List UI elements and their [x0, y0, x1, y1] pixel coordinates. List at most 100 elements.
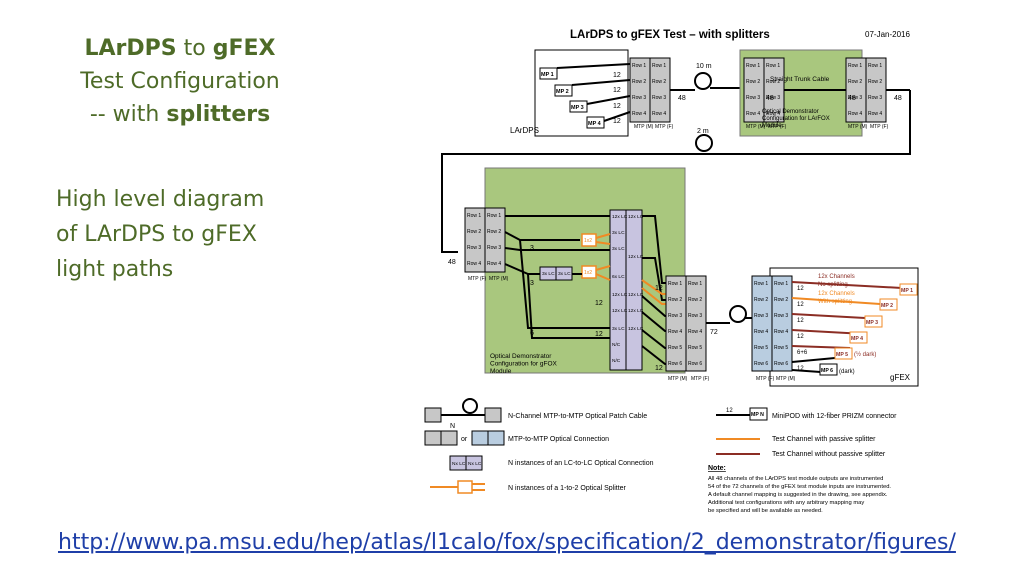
- gfex-label: gFEX: [890, 373, 911, 382]
- legend-test-splitter: Test Channel with passive splitter: [772, 436, 876, 443]
- svg-text:MTP (M): MTP (M): [634, 124, 654, 130]
- legend-lc-connection: N instances of an LC-to-LC Optical Conne…: [508, 460, 654, 467]
- svg-text:Row 4: Row 4: [774, 329, 788, 335]
- fiber-6-a: 6: [530, 330, 534, 337]
- fiber-3-b: 3: [530, 280, 534, 287]
- svg-text:Row 1: Row 1: [774, 281, 788, 287]
- title-line-1: LArDPS to gFEX: [60, 32, 300, 65]
- fiber-48-e: 48: [448, 259, 456, 266]
- splitter-1: 1x2: [581, 233, 597, 247]
- lardps-label: LArDPS: [510, 126, 539, 135]
- svg-text:12x LC: 12x LC: [612, 292, 628, 298]
- fiber-12-b: 12: [613, 87, 621, 94]
- svg-text:Row 1: Row 1: [746, 63, 760, 69]
- svg-text:Row 1: Row 1: [688, 281, 702, 287]
- fiber-12-c: 12: [613, 103, 621, 110]
- legend-splitter: N instances of a 1-to-2 Optical Splitter: [508, 485, 627, 492]
- title-line-2: Test Configuration: [80, 69, 280, 94]
- mp-2: [554, 84, 573, 97]
- figures-link[interactable]: http://www.pa.msu.edu/hep/atlas/l1calo/f…: [58, 530, 956, 555]
- fiber-12-e: 12: [595, 300, 603, 307]
- legend-or: or: [461, 436, 468, 443]
- fiber-12-g: 12: [655, 285, 663, 292]
- splitter-2: 1x2: [581, 265, 597, 279]
- svg-text:Row 2: Row 2: [487, 229, 501, 235]
- svg-text:1x2: 1x2: [584, 238, 592, 244]
- fiber-48-c: 48: [848, 95, 856, 102]
- mp-3: [569, 100, 588, 113]
- svg-text:Row 4: Row 4: [766, 111, 780, 117]
- svg-text:Row 1: Row 1: [467, 213, 481, 219]
- svg-text:Row 3: Row 3: [632, 95, 646, 101]
- svg-text:Row 4: Row 4: [632, 111, 646, 117]
- subtitle-line-3: light paths: [56, 257, 174, 283]
- svg-text:6x LC: 6x LC: [612, 274, 625, 280]
- fiber-12-h: 12: [655, 365, 663, 372]
- title-gfex: gFEX: [212, 36, 276, 61]
- svg-text:MTP (F): MTP (F): [655, 124, 674, 130]
- svg-text:Row 3: Row 3: [774, 313, 788, 319]
- svg-text:Row 4: Row 4: [487, 261, 501, 267]
- fiber-48-b: 48: [766, 95, 774, 102]
- svg-text:12x LC: 12x LC: [628, 214, 644, 220]
- cable-10m: 10 m: [696, 63, 712, 70]
- svg-text:Row 3: Row 3: [688, 313, 702, 319]
- svg-text:12x LC: 12x LC: [628, 254, 644, 260]
- svg-text:MP 6: MP 6: [821, 368, 833, 374]
- fiber-48-d: 48: [894, 95, 902, 102]
- mp-4-label: MP 4: [588, 121, 602, 127]
- svg-text:MTP (F): MTP (F): [691, 376, 710, 382]
- subtitle-line-1: High level diagram: [56, 187, 265, 212]
- trunk-cable-label: Straight Trunk Cable: [770, 76, 830, 83]
- svg-text:Row 2: Row 2: [652, 79, 666, 85]
- svg-text:Row 3: Row 3: [746, 95, 760, 101]
- svg-text:Row 4: Row 4: [688, 329, 702, 335]
- title-line-3: -- with splitters: [60, 98, 300, 131]
- fiber-72: 72: [710, 329, 718, 336]
- svg-text:Row 3: Row 3: [766, 95, 780, 101]
- svg-text:MP 5: MP 5: [836, 352, 848, 358]
- svg-text:Row 1: Row 1: [668, 281, 682, 287]
- gfex-6plus6: 6+6: [797, 350, 808, 356]
- svg-text:Row 6: Row 6: [774, 361, 788, 367]
- svg-text:3x LC: 3x LC: [542, 271, 555, 277]
- svg-text:Row 2: Row 2: [868, 79, 882, 85]
- svg-text:Row 2: Row 2: [766, 79, 780, 85]
- svg-text:Row 2: Row 2: [774, 297, 788, 303]
- svg-text:Row 1: Row 1: [848, 63, 862, 69]
- svg-text:12x LC: 12x LC: [628, 326, 644, 332]
- mp-1-label: MP 1: [541, 72, 554, 78]
- gfex-12-d: 12: [797, 334, 804, 340]
- svg-text:Row 3: Row 3: [467, 245, 481, 251]
- fiber-3-a: 3: [530, 245, 534, 252]
- svg-text:Row 2: Row 2: [632, 79, 646, 85]
- svg-text:Row 3: Row 3: [487, 245, 501, 251]
- fiber-12-d: 12: [613, 118, 621, 125]
- mp-4: [586, 116, 605, 129]
- svg-text:Row 1: Row 1: [868, 63, 882, 69]
- note-line-4: Additional test configurations with any …: [708, 500, 864, 506]
- svg-text:3x LC: 3x LC: [612, 230, 625, 236]
- svg-text:MTP (F): MTP (F): [468, 276, 487, 282]
- svg-text:Row 5: Row 5: [754, 345, 768, 351]
- gfex-12-e: 12: [797, 366, 804, 372]
- svg-text:Row 1: Row 1: [652, 63, 666, 69]
- svg-text:MP 3: MP 3: [866, 320, 878, 326]
- svg-text:Row 3: Row 3: [754, 313, 768, 319]
- mp-3-label: MP 3: [571, 105, 584, 111]
- gfex-dark: (dark): [839, 369, 855, 375]
- svg-text:MTP (F): MTP (F): [756, 376, 775, 382]
- title-splitters: splitters: [166, 102, 271, 127]
- svg-text:12: 12: [726, 408, 733, 414]
- svg-text:Row 4: Row 4: [467, 261, 481, 267]
- svg-text:MP 1: MP 1: [901, 288, 913, 294]
- legend: N N-Channel MTP-to-MTP Optical Patch Cab…: [424, 398, 897, 514]
- svg-text:3x LC: 3x LC: [558, 271, 571, 277]
- svg-text:Row 2: Row 2: [754, 297, 768, 303]
- title-with: -- with: [89, 102, 167, 127]
- gfex-split-channels: 12x Channels: [818, 291, 855, 297]
- svg-text:Row 4: Row 4: [746, 111, 760, 117]
